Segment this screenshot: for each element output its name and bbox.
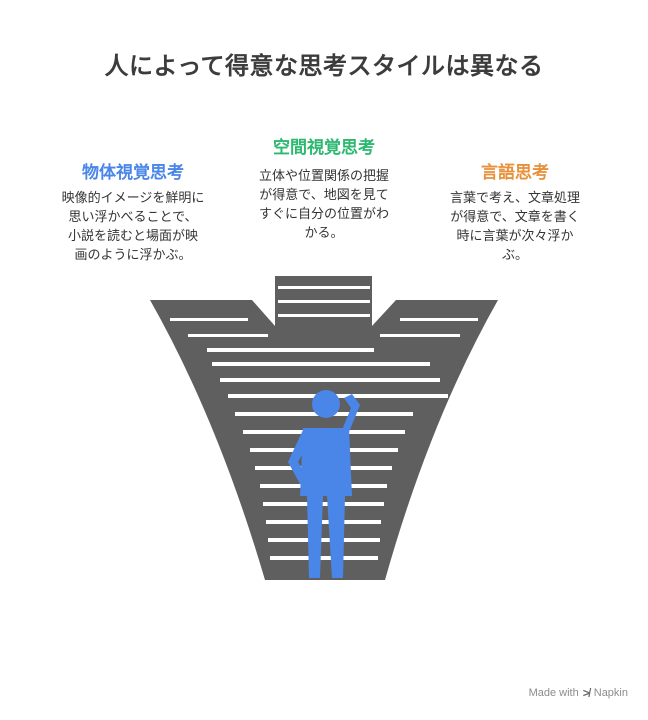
stair-step-edge — [220, 378, 440, 382]
text-line: 思い浮かべることで、 — [68, 210, 198, 225]
stair-step-edge — [270, 556, 378, 560]
napkin-logo-icon: ≯ — [582, 686, 590, 700]
text-line: 小説を読むと場面が映 — [67, 229, 198, 244]
heading-verbal: 言語思考 — [481, 163, 549, 183]
person-torso — [300, 428, 352, 496]
stair-step-edge — [228, 394, 448, 398]
page-title: 人によって得意な思考スタイルは異なる — [104, 52, 544, 80]
right-branch-edge — [400, 318, 478, 321]
text-line: ぶ。 — [501, 248, 528, 263]
stair-step-edge — [263, 502, 384, 506]
person-left-leg — [307, 496, 323, 578]
text-line: 言葉で考え、文章処理 — [449, 191, 580, 206]
text-line: かる。 — [304, 226, 344, 241]
thinking-person-icon — [288, 390, 360, 578]
person-raised-arm — [342, 394, 360, 432]
heading-spatial-visual: 空間視覚思考 — [273, 138, 375, 158]
left-branch-edge — [188, 334, 268, 337]
person-head — [312, 390, 340, 418]
stair-step-edge — [207, 348, 374, 352]
footer-credit: Made with ≯ Napkin — [529, 686, 628, 700]
text-line: 映像的イメージを鮮明に — [61, 191, 205, 206]
text-line: すぐに自分の位置がわ — [258, 207, 389, 222]
text-line: が得意で、文章を書く — [450, 210, 580, 225]
text-line: 画のように浮かぶ。 — [74, 248, 192, 263]
heading-object-visual: 物体視覚思考 — [82, 163, 184, 183]
text-line: 時に言葉が次々浮か — [456, 229, 574, 244]
brand-label: Napkin — [593, 687, 628, 699]
text-object-visual: 映像的イメージを鮮明に 思い浮かべることで、 小説を読むと場面が映 画のように浮… — [42, 189, 224, 265]
person-hip-arm — [288, 430, 310, 484]
top-block-edge — [278, 314, 370, 317]
top-block-edge — [278, 300, 370, 303]
stair-step-edge — [266, 520, 381, 524]
top-block-edge — [278, 286, 370, 289]
left-branch-edge — [170, 318, 248, 321]
stair-step-edge — [268, 538, 380, 542]
text-line: が得意で、地図を見て — [259, 188, 389, 203]
right-branch-edge — [380, 334, 460, 337]
stair-step-edge — [212, 362, 430, 366]
text-spatial-visual: 立体や位置関係の把握 が得意で、地図を見て すぐに自分の位置がわ かる。 — [240, 167, 408, 243]
made-with-label: Made with — [528, 687, 579, 699]
text-line: 立体や位置関係の把握 — [258, 169, 389, 184]
person-right-leg — [327, 496, 345, 578]
text-verbal: 言葉で考え、文章処理 が得意で、文章を書く 時に言葉が次々浮か ぶ。 — [430, 189, 600, 265]
